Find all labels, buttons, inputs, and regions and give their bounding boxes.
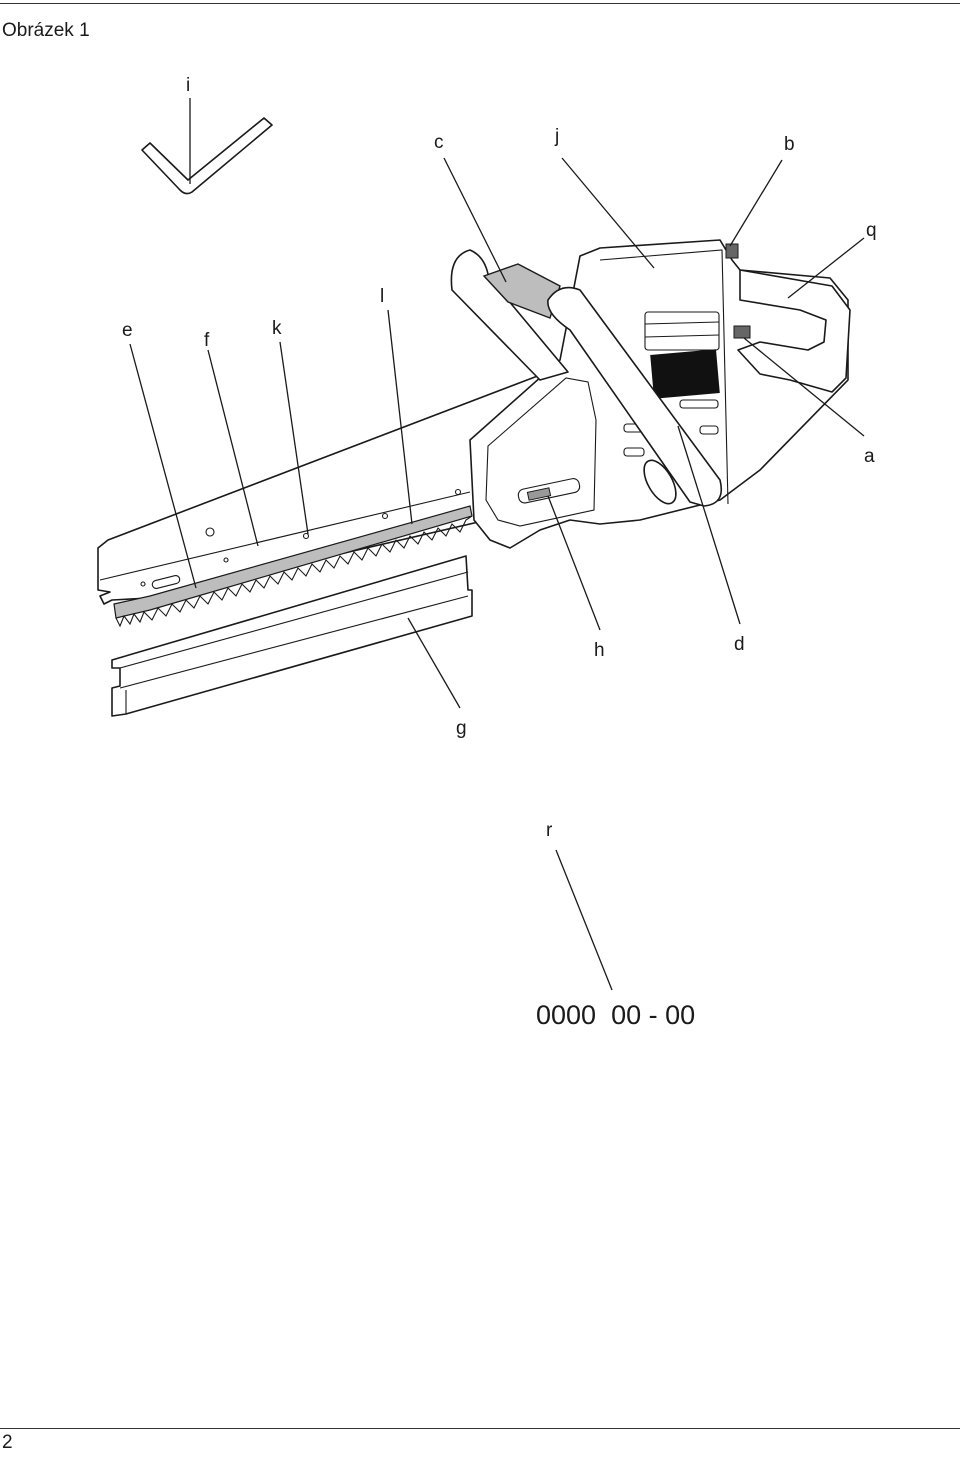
callout-label-c: c	[434, 132, 444, 153]
callout-label-a: a	[864, 446, 875, 467]
top-rule	[0, 3, 960, 4]
callout-label-k: k	[272, 318, 282, 339]
callout-label-q: q	[866, 220, 877, 241]
figure-title: Obrázek 1	[2, 20, 90, 41]
bottom-rule	[0, 1428, 960, 1429]
callout-label-j: j	[554, 126, 559, 147]
page-number: 2	[2, 1432, 13, 1453]
callout-label-g: g	[456, 718, 467, 739]
callout-label-d: d	[734, 634, 745, 655]
serial-number-label: 0000 00 - 00	[536, 1000, 695, 1030]
blade-guard	[111, 555, 473, 717]
callout-label-l: l	[380, 286, 384, 307]
callout-leaders	[129, 98, 865, 991]
front-handle	[450, 249, 723, 507]
callout-label-f: f	[204, 330, 210, 351]
callout-label-r: r	[546, 820, 553, 841]
motor-housing	[469, 239, 851, 549]
callout-label-e: e	[122, 320, 133, 341]
callout-label-h: h	[594, 640, 605, 661]
callout-label-b: b	[784, 134, 795, 155]
allen-key-icon	[141, 117, 273, 195]
callout-label-i: i	[186, 75, 190, 96]
